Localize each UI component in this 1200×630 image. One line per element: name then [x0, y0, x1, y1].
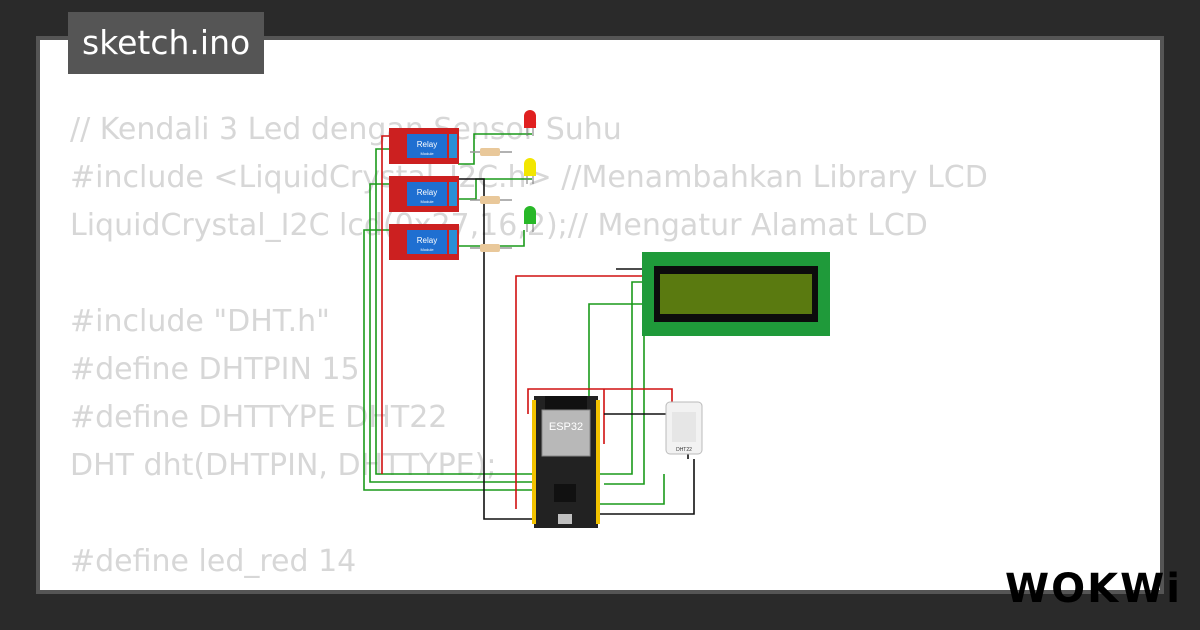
resistor-icon — [470, 148, 512, 252]
esp32-label: ESP32 — [549, 421, 583, 433]
circuit-diagram: Relay Module Relay Module Relay Module — [363, 110, 830, 528]
dht22-sensor[interactable]: DHT22 — [665, 401, 703, 455]
dht22-label: DHT22 — [676, 447, 692, 453]
lcd-display[interactable] — [642, 252, 830, 336]
relay-label: Relay — [417, 188, 437, 197]
relay-module-2[interactable]: Relay Module — [389, 176, 459, 212]
green-wires — [363, 133, 665, 505]
relay-sublabel: Module — [420, 247, 434, 252]
relay-module-1[interactable]: Relay Module — [389, 128, 459, 164]
code-line: #define DHTPIN 15 — [70, 352, 360, 387]
led-yellow-icon — [524, 158, 536, 184]
code-line: #define DHTTYPE DHT22 — [70, 400, 448, 435]
led-red-icon — [524, 110, 536, 136]
code-line: #define led_red 14 — [70, 544, 357, 579]
led-green-icon — [524, 206, 536, 232]
wokwi-logo: WOKWi — [1005, 566, 1182, 612]
code-line: #include "DHT.h" — [70, 304, 330, 339]
file-tab[interactable]: sketch.ino — [68, 12, 265, 74]
relay-module-3[interactable]: Relay Module — [389, 224, 459, 260]
esp32-board[interactable]: ESP32 — [532, 396, 600, 528]
relay-sublabel: Module — [420, 151, 434, 156]
relay-sublabel: Module — [420, 199, 434, 204]
preview-frame: // Kendali 3 Led dengan Sensor Suhu#incl… — [36, 36, 1164, 594]
red-wires — [381, 135, 673, 509]
relay-label: Relay — [417, 140, 437, 149]
code-line: LiquidCrystal_I2C lcd(0x27,16,2);// Meng… — [70, 208, 928, 243]
relay-label: Relay — [417, 236, 437, 245]
